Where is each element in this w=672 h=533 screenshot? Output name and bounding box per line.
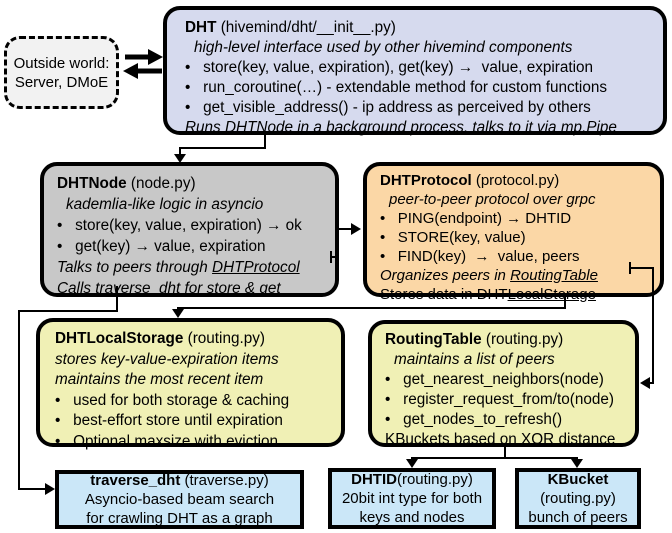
dhtlocalstorage-tagline-1: stores key-value-expiration items: [55, 350, 279, 368]
dhtnode-bullet-2: • get(key) → value, expiration: [57, 238, 266, 255]
arrow-routingtable-to-dhtid-kbucket: [406, 447, 583, 468]
dht-bullet-2: • run_coroutine(…) - extendable method f…: [185, 79, 607, 96]
dht-box: DHT (hivemind/dht/__init__.py) high-leve…: [163, 6, 667, 136]
dhtprotocol-note-1: Organizes peers in RoutingTable: [380, 267, 598, 284]
dhtid-title: DHTID(routing.py): [351, 471, 473, 488]
dhtnode-title: DHTNode (node.py): [57, 175, 196, 192]
arrow-dht-to-outside: [123, 63, 162, 79]
dhtlocalstorage-tagline-2: maintains the most recent item: [55, 371, 264, 388]
outside-world-line1: Outside world:: [13, 54, 110, 72]
kbucket-file: (routing.py): [540, 490, 616, 507]
dhtlocalstorage-box: DHTLocalStorage (routing.py) stores key-…: [36, 318, 345, 450]
routingtable-tagline: maintains a list of peers: [394, 351, 555, 368]
dhtprotocol-bullet-1: • PING(endpoint) → DHTID: [380, 210, 572, 227]
routingtable-bullet-1: • get_nearest_neighbors(node): [385, 371, 604, 388]
outside-world-box: Outside world: Server, DMoE: [4, 36, 119, 109]
routingtable-bullet-2: • register_request_from/to(node): [385, 391, 614, 408]
dht-bullet-1: • store(key, value, expiration), get(key…: [185, 59, 594, 76]
dhtprotocol-box: DHTProtocol (protocol.py) peer-to-peer p…: [363, 162, 664, 303]
dht-tagline: high-level interface used by other hivem…: [194, 39, 573, 56]
dhtprotocol-tagline: peer-to-peer protocol over grpc: [389, 191, 596, 208]
dhtid-line3: keys and nodes: [359, 509, 465, 526]
dht-title: DHT (hivemind/dht/__init__.py): [185, 19, 396, 36]
dhtnode-bullet-1: • store(key, value, expiration) → ok: [57, 217, 302, 234]
kbucket-box: KBucket (routing.py) bunch of peers: [515, 468, 641, 529]
dhtprotocol-bullet-3: • FIND(key) → value, peers: [380, 248, 580, 265]
dhtnode-tagline: kademlia-like logic in asyncio: [66, 196, 264, 213]
dhtnode-box: DHTNode (node.py) kademlia-like logic in…: [40, 162, 339, 297]
dht-bullet-3: • get_visible_address() - ip address as …: [185, 99, 591, 116]
kbucket-title: KBucket: [547, 471, 609, 488]
outside-world-line2: Server, DMoE: [14, 73, 109, 91]
traverse-dht-line3: for crawling DHT as a graph: [86, 510, 273, 527]
routingtable-bullet-3: • get_nodes_to_refresh(): [385, 411, 563, 428]
kbucket-line3: bunch of peers: [528, 509, 628, 526]
dhtprotocol-title: DHTProtocol (protocol.py): [380, 172, 560, 189]
routingtable-title: RoutingTable (routing.py): [385, 331, 564, 348]
dhtlocalstorage-bullet-1: • used for both storage & caching: [55, 391, 290, 409]
dhtlocalstorage-bullet-2: • best-effort store until expiration: [55, 412, 283, 429]
dhtnode-note-2: Calls traverse_dht for store & get: [57, 280, 281, 297]
routingtable-footer: KBuckets based on XOR distance: [385, 431, 616, 448]
dhtlocalstorage-bullet-3: • Optional maxsize with eviction: [55, 432, 278, 450]
traverse-dht-line2: Asyncio-based beam search: [84, 491, 275, 508]
dhtid-line2: 20bit int type for both: [341, 490, 483, 507]
dhtnode-note-1: Talks to peers through DHTProtocol: [57, 259, 300, 276]
dhtprotocol-note-2: Stores data in DHTLocalStorage: [380, 286, 596, 303]
traverse-dht-box: traverse_dht (traverse.py) Asyncio-based…: [55, 470, 304, 529]
dhtprotocol-bullet-2: • STORE(key, value): [380, 229, 526, 246]
dhtlocalstorage-title: DHTLocalStorage (routing.py): [55, 330, 265, 347]
arrow-outside-to-dht: [125, 49, 163, 65]
routingtable-box: RoutingTable (routing.py) maintains a li…: [368, 320, 639, 448]
traverse-dht-title: traverse_dht (traverse.py): [90, 472, 269, 489]
dhtid-box: DHTID(routing.py) 20bit int type for bot…: [328, 468, 496, 529]
dht-note: Runs DHTNode in a background process, ta…: [185, 119, 617, 136]
